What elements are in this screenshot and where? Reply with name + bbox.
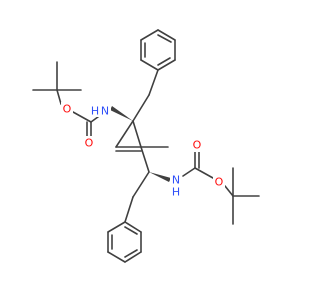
bond xyxy=(182,167,196,177)
atom-h-upper: H xyxy=(89,103,100,118)
bond xyxy=(115,120,134,148)
bond xyxy=(124,221,142,233)
bond xyxy=(56,89,62,105)
bond xyxy=(157,59,176,71)
oxygen-label: O xyxy=(63,103,72,116)
hydrogen-label: H xyxy=(91,105,99,118)
bond xyxy=(132,94,150,122)
bond xyxy=(194,167,214,179)
wedge-bond xyxy=(110,106,133,121)
bond xyxy=(224,185,234,197)
bond xyxy=(72,111,92,123)
oxygen-label: O xyxy=(215,176,224,189)
bond xyxy=(140,59,159,71)
double-bond xyxy=(157,57,171,66)
hydrogen-label: H xyxy=(172,186,180,199)
wedge-bond xyxy=(149,172,171,182)
oxygen-label: O xyxy=(193,139,202,152)
structure-canvas: N H O O N H O O xyxy=(32,29,260,263)
bond xyxy=(140,29,159,41)
atom-o-ester-upper: O xyxy=(61,102,73,116)
atom-n-lower: N xyxy=(170,173,182,187)
bond xyxy=(107,221,126,233)
atom-o-carbonyl-lower: O xyxy=(191,138,203,152)
bond xyxy=(132,171,150,198)
benzene-ring-upper xyxy=(140,29,176,71)
bond xyxy=(124,196,134,223)
double-bond xyxy=(157,34,172,43)
bond xyxy=(140,146,150,173)
oxygen-label: O xyxy=(85,137,94,150)
bond xyxy=(157,29,176,41)
atom-o-ester-lower: O xyxy=(213,175,225,189)
atom-h-lower: H xyxy=(170,185,182,199)
molecule-structure: N H O O N H O O xyxy=(32,29,260,263)
atom-o-carbonyl-upper: O xyxy=(83,136,95,150)
double-bond xyxy=(124,249,138,258)
bond xyxy=(107,251,126,263)
bond xyxy=(124,251,142,263)
nitrogen-label: N xyxy=(172,174,180,187)
double-bond xyxy=(124,226,138,235)
bond xyxy=(148,69,159,96)
atom-n-upper: N xyxy=(99,103,111,118)
nitrogen-label: N xyxy=(101,105,109,118)
bond xyxy=(132,120,142,148)
benzene-ring-lower xyxy=(107,221,142,263)
